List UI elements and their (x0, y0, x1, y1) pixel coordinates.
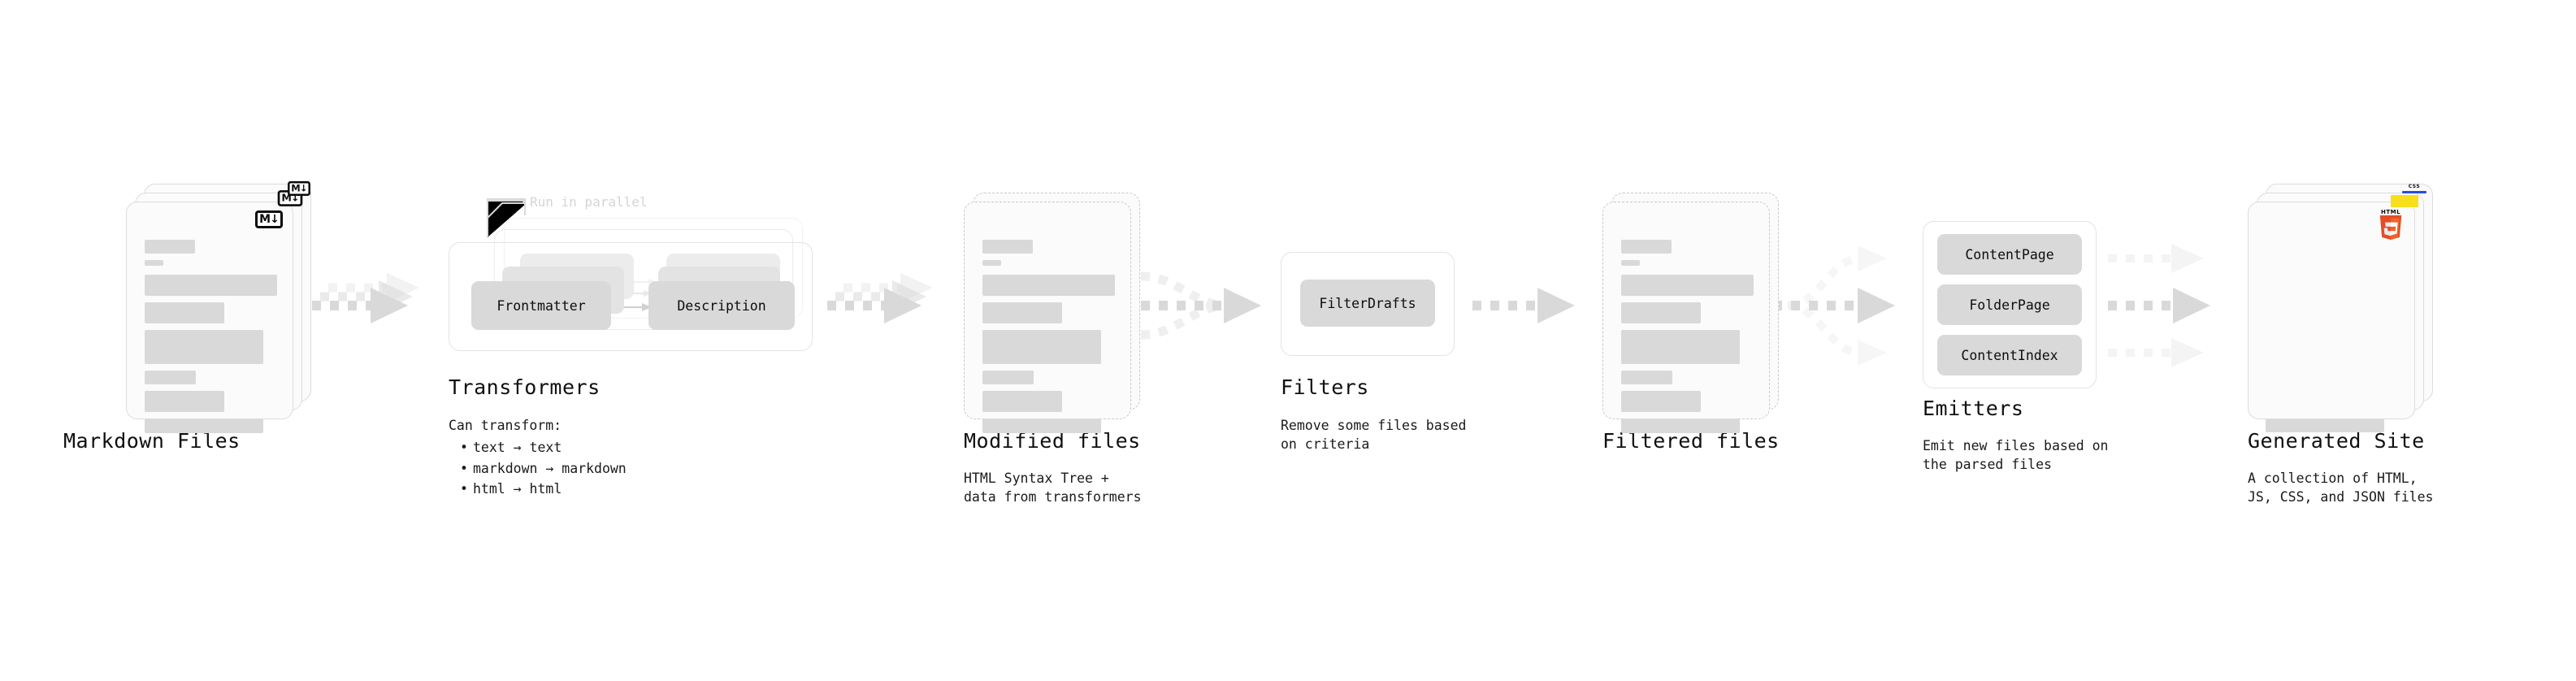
arrow-transformers-to-modified (827, 273, 933, 323)
emitters-group (1923, 221, 2097, 388)
skeleton-title (145, 240, 195, 254)
skeleton-bar (145, 330, 263, 364)
skeleton-bar (982, 275, 1115, 296)
pill-description[interactable]: Description (648, 281, 795, 330)
transformer-group-mid (494, 229, 793, 330)
bullet-text: markdown → markdown (473, 460, 627, 476)
skeleton-bar (2266, 418, 2384, 432)
skeleton-sub (145, 260, 163, 266)
skeleton-title (1621, 240, 1672, 254)
skeleton-bar (982, 302, 1062, 323)
arrow-filters-to-filtered (1472, 288, 1575, 323)
skeleton-bar (1621, 275, 1754, 296)
file-skeleton (145, 240, 280, 440)
pill-folderpage[interactable]: FolderPage (1937, 284, 2082, 325)
pill-contentindex[interactable]: ContentIndex (1937, 335, 2082, 375)
pill-frontmatter[interactable]: Frontmatter (471, 281, 611, 330)
markdown-icon: M↓ (255, 210, 283, 228)
file-card-front: M↓ (126, 202, 293, 433)
modified-files-subtitle: HTML Syntax Tree + data from transformer… (964, 471, 1142, 505)
arrow-modified-to-filters (1140, 271, 1261, 340)
skeleton-bar (1621, 302, 1701, 323)
arrow-markdown-to-transformers (312, 273, 419, 323)
label-transformers: Transformers (449, 375, 601, 399)
bullet-text: html → html (473, 481, 562, 497)
transformers-bullets: •text → text •markdown → markdown •html … (460, 437, 627, 500)
bullet-text: text → text (473, 440, 562, 455)
stage-filters: FilterDrafts (1281, 252, 1459, 361)
css-bar (2402, 191, 2426, 193)
file-card-front: HTML (2248, 202, 2415, 419)
bullet-item: •html → html (460, 481, 562, 497)
generated-site-subtitle: A collection of HTML, JS, CSS, and JSON … (2248, 471, 2434, 505)
emitters-subtitle: Emit new files based on the parsed files (1923, 438, 2109, 472)
stage-emitters: ContentPage FolderPage ContentIndex (1923, 221, 2110, 392)
arrow-emitters-to-site (2108, 244, 2210, 367)
stage-transformers: Frontmatter Description Run in parallel (449, 194, 822, 351)
skeleton-bar (145, 302, 224, 323)
skeleton-bar (145, 275, 277, 296)
file-skeleton (982, 240, 1117, 440)
skeleton-title (982, 240, 1033, 254)
skeleton-bar (982, 391, 1062, 412)
skeleton-bar (145, 371, 196, 384)
css-icon: CSS (2402, 184, 2426, 194)
label-emitters: Emitters (1923, 397, 2024, 420)
skeleton-bar (1621, 391, 1701, 412)
skeleton-bar (982, 330, 1101, 364)
html5-wordmark: HTML (2380, 209, 2401, 215)
skeleton-sub (1621, 260, 1640, 266)
skeleton-bar (982, 419, 1101, 433)
skeleton-bar (1621, 371, 1672, 384)
skeleton-bar (145, 391, 224, 412)
skeleton-bar (145, 419, 263, 433)
css-wordmark: CSS (2408, 184, 2421, 189)
pill-contentpage[interactable]: ContentPage (1937, 234, 2082, 275)
arrow-filtered-to-emitters (1773, 245, 1895, 366)
skeleton-bar (1621, 330, 1740, 364)
filters-subtitle: Remove some files based on criteria (1281, 418, 1467, 452)
skeleton-bar (982, 371, 1034, 384)
file-card-front (1602, 202, 1770, 433)
transformers-subtitle: Can transform: (449, 418, 562, 433)
label-generated-site: Generated Site (2248, 429, 2425, 453)
js-icon (2391, 195, 2418, 207)
html5-shield (2379, 215, 2402, 241)
markdown-icon-back: M↓ (288, 180, 310, 197)
bullet-item: •text → text (460, 440, 562, 455)
bullet-item: •markdown → markdown (460, 460, 627, 476)
filters-group (1281, 252, 1455, 356)
label-run-in-parallel: Run in parallel (530, 194, 648, 210)
file-card-front (964, 202, 1131, 433)
file-skeleton (1621, 240, 1756, 440)
transformer-group-front (449, 242, 813, 351)
skeleton-sub (982, 260, 1001, 266)
pill-filterdrafts[interactable]: FilterDrafts (1300, 280, 1435, 327)
label-filters: Filters (1281, 375, 1369, 399)
skeleton-bar (1621, 419, 1740, 433)
html5-icon: HTML (2379, 209, 2403, 243)
